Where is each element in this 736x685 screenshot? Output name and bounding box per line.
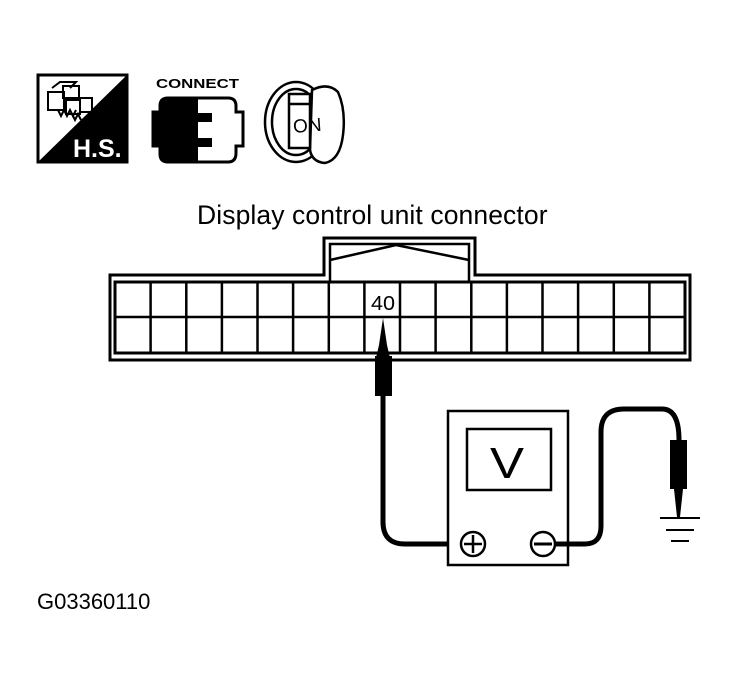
connect-label: CONNECT <box>156 76 239 91</box>
voltmeter: V <box>446 409 570 567</box>
terminal-40-label: 40 <box>371 293 395 315</box>
negative-probe <box>555 406 687 547</box>
connector-title: Display control unit connector <box>197 200 548 230</box>
ground-icon <box>660 517 700 542</box>
figure-id: G03360110 <box>37 589 151 614</box>
on-label: ON <box>292 115 322 138</box>
voltmeter-display: V <box>490 439 525 488</box>
positive-terminal-icon <box>459 530 487 558</box>
ignition-on-icon: ON <box>263 80 346 165</box>
harness-sign-icon: H.S. <box>36 73 129 164</box>
display-control-unit-connector <box>108 236 692 362</box>
connect-icon: CONNECT <box>151 76 245 164</box>
hs-label: H.S. <box>73 135 122 163</box>
positive-probe <box>375 318 461 547</box>
negative-terminal-icon <box>529 530 557 558</box>
